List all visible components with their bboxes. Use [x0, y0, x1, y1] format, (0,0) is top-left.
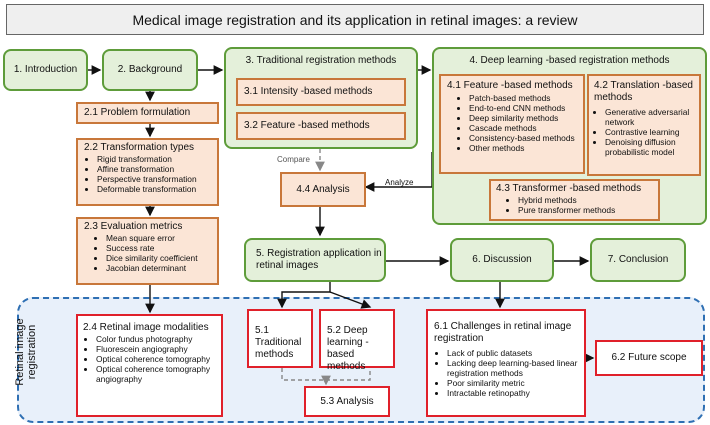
list-item: Intractable retinopathy — [447, 388, 580, 398]
list-item: Success rate — [106, 243, 213, 253]
deep-feature-title: 4.1 Feature -based methods — [447, 80, 573, 91]
translation-box: 4.2 Translation -based methods Generativ… — [587, 74, 701, 176]
list-item: Patch-based methods — [469, 93, 579, 103]
conclusion-box: 7. Conclusion — [590, 238, 686, 282]
app-traditional-box: 5.1 Traditional methods — [247, 309, 313, 368]
transformation-title: 2.2 Transformation types — [84, 142, 195, 153]
application-box: 5. Registration application in retinal i… — [244, 238, 386, 282]
list-item: Deep similarity methods — [469, 113, 579, 123]
list-item: Lack of public datasets — [447, 348, 580, 358]
list-item: Fluorescein angiography — [96, 344, 217, 354]
introduction-box: 1. Introduction — [3, 49, 88, 91]
list-item: Contrastive learning — [605, 127, 696, 137]
list-item: Poor similarity metric — [447, 378, 580, 388]
list-item: Optical coherence tomography angiography — [96, 364, 217, 384]
list-item: Pure transformer methods — [518, 205, 654, 215]
deep-feature-box: 4.1 Feature -based methods Patch-based m… — [439, 74, 585, 174]
compare-label: Compare — [277, 155, 310, 164]
list-item: Jacobian determinant — [106, 263, 213, 273]
list-item: Consistency-based methods — [469, 133, 579, 143]
transformer-box: 4.3 Transformer -based methods Hybrid me… — [489, 179, 660, 221]
list-item: Cascade methods — [469, 123, 579, 133]
evaluation-box: 2.3 Evaluation metrics Mean square error… — [76, 217, 219, 285]
list-item: Mean square error — [106, 233, 213, 243]
list-item: Affine transformation — [97, 164, 213, 174]
translation-title: 4.2 Translation -based methods — [594, 80, 693, 103]
deep-title: 4. Deep learning -based registration met… — [469, 55, 670, 66]
list-item: Rigid transformation — [97, 154, 213, 164]
future-box: 6.2 Future scope — [595, 340, 703, 376]
list-item: Deformable transformation — [97, 184, 213, 194]
transformer-title: 4.3 Transformer -based methods — [496, 183, 642, 194]
list-item: Dice similarity coefficient — [106, 253, 213, 263]
analysis-box: 4.4 Analysis — [280, 172, 366, 207]
list-item: Generative adversarial network — [605, 107, 696, 127]
page-title: Medical image registration and its appli… — [6, 4, 704, 35]
list-item: Optical coherence tomography — [96, 354, 217, 364]
problem-box: 2.1 Problem formulation — [76, 102, 219, 124]
evaluation-title: 2.3 Evaluation metrics — [84, 221, 183, 232]
analyze-label: Analyze — [385, 178, 414, 187]
discussion-box: 6. Discussion — [450, 238, 554, 282]
intensity-box: 3.1 Intensity -based methods — [236, 78, 406, 106]
challenges-title: 6.1 Challenges in retinal image registra… — [434, 321, 572, 344]
modalities-box: 2.4 Retinal image modalities Color fundu… — [76, 314, 223, 417]
transformation-box: 2.2 Transformation types Rigid transform… — [76, 138, 219, 206]
list-item: End-to-end CNN methods — [469, 103, 579, 113]
feature-trad-box: 3.2 Feature -based methods — [236, 112, 406, 140]
traditional-title: 3. Traditional registration methods — [245, 55, 397, 66]
list-item: Lacking deep learning-based linear regis… — [447, 358, 580, 378]
app-deep-box: 5.2 Deep learning -based methods — [319, 309, 395, 372]
list-item: Perspective transformation — [97, 174, 213, 184]
modalities-title: 2.4 Retinal image modalities — [83, 322, 209, 333]
list-item: Denoising diffusion probabilistic model — [605, 137, 696, 157]
app-analysis-box: 5.3 Analysis — [304, 386, 390, 417]
background-box: 2. Background — [102, 49, 198, 91]
challenges-box: 6.1 Challenges in retinal image registra… — [426, 309, 586, 417]
list-item: Other methods — [469, 143, 579, 153]
list-item: Color fundus photography — [96, 334, 217, 344]
list-item: Hybrid methods — [518, 195, 654, 205]
